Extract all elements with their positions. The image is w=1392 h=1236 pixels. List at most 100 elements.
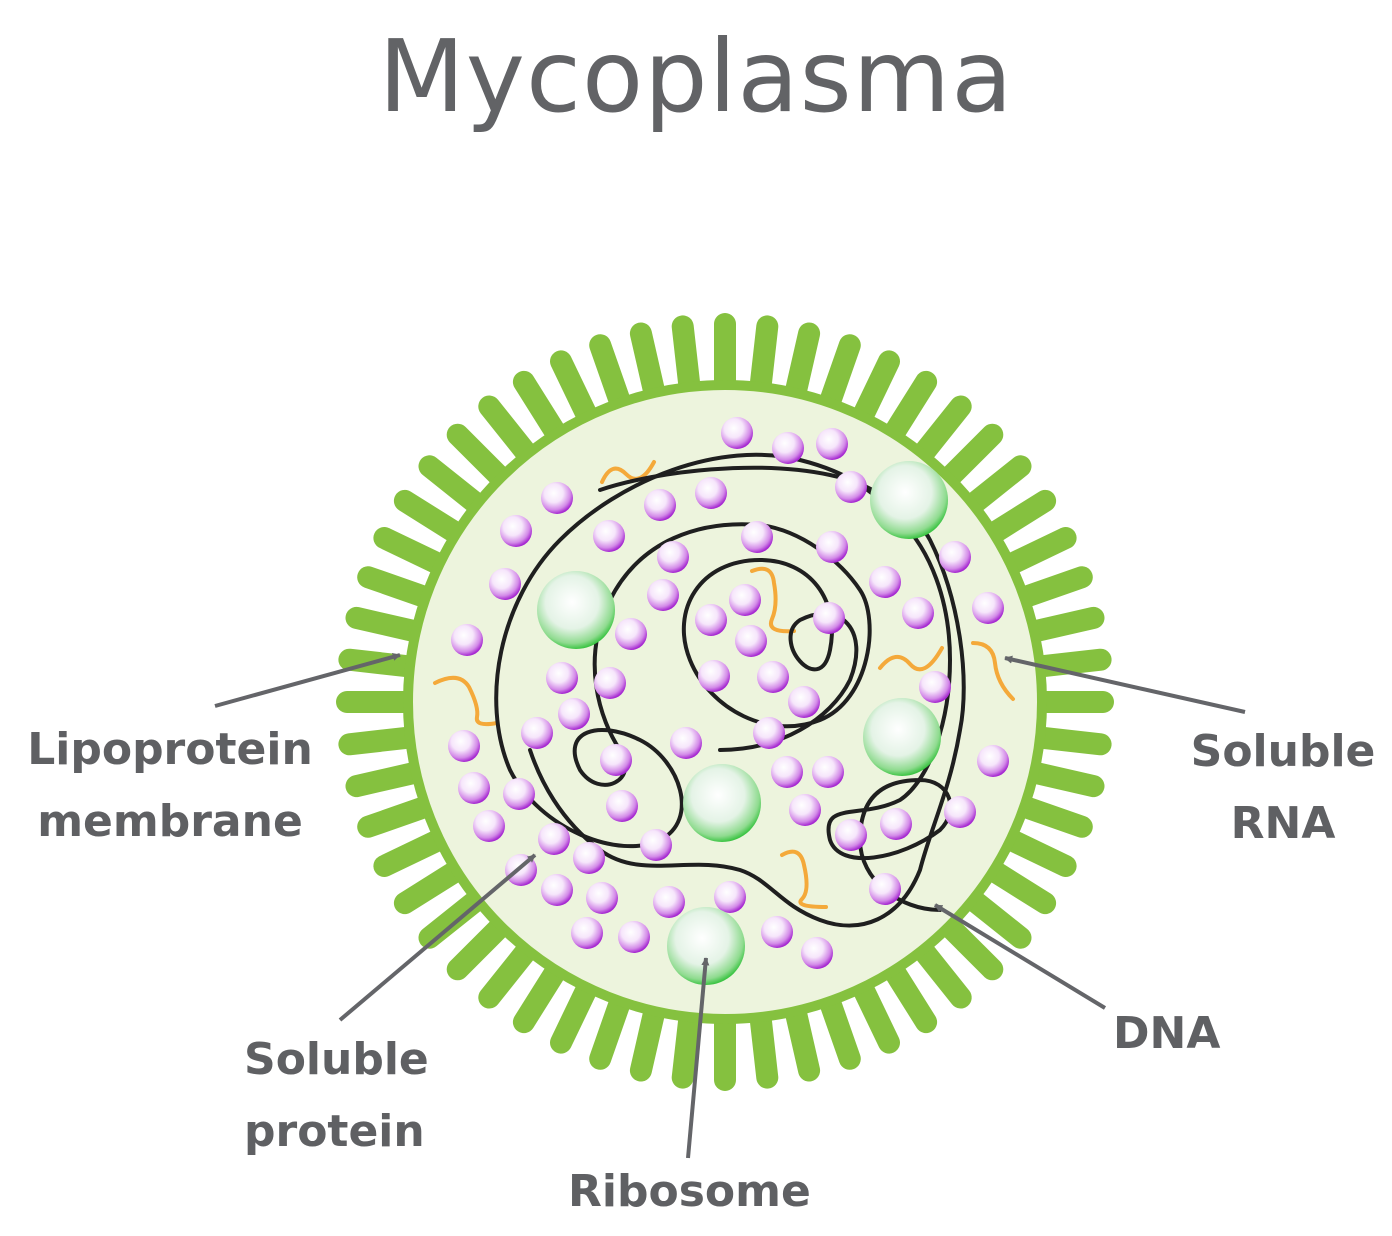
arrow-ribosome — [686, 957, 710, 1159]
protein-sphere — [695, 604, 727, 636]
membrane-spike — [393, 857, 472, 915]
arrow-soluble-protein — [338, 853, 537, 1022]
membrane-spike — [908, 934, 972, 1009]
membrane-spike — [995, 826, 1077, 877]
protein-sphere — [538, 823, 570, 855]
membrane-spike — [629, 322, 667, 409]
rna-strand — [780, 849, 828, 909]
membrane-spike — [373, 826, 455, 877]
membrane-spike — [345, 760, 432, 798]
membrane-spike — [550, 972, 601, 1054]
protein-sphere — [698, 660, 730, 692]
protein-sphere — [729, 584, 761, 616]
protein-sphere — [541, 482, 573, 514]
protein-sphere — [741, 521, 773, 553]
membrane-spike — [478, 934, 542, 1009]
membrane-spike — [589, 334, 633, 419]
membrane-spike — [817, 985, 861, 1070]
membrane-spike — [1024, 725, 1112, 756]
protein-sphere — [721, 417, 753, 449]
ribosome-sphere — [537, 571, 615, 649]
membrane-spike — [512, 955, 570, 1034]
protein-sphere — [558, 698, 590, 730]
rna-strand — [878, 646, 944, 672]
membrane-spike — [748, 1001, 779, 1089]
protein-sphere — [500, 515, 532, 547]
label-soluble-rna: Soluble RNA — [1190, 726, 1376, 849]
protein-sphere — [869, 566, 901, 598]
protein-sphere — [939, 541, 971, 573]
protein-sphere — [757, 661, 789, 693]
protein-sphere — [571, 917, 603, 949]
soluble-proteins — [448, 417, 1009, 969]
ribosome-sphere — [667, 907, 745, 985]
protein-sphere — [789, 794, 821, 826]
protein-sphere — [503, 778, 535, 810]
protein-sphere — [546, 662, 578, 694]
label-dna: DNA — [1113, 1008, 1221, 1059]
protein-sphere — [772, 432, 804, 464]
arrow-lipoprotein-membrane — [214, 653, 401, 708]
protein-sphere — [714, 881, 746, 913]
membrane-spike — [671, 315, 702, 403]
membrane-spike — [978, 489, 1057, 547]
protein-sphere — [657, 541, 689, 573]
protein-sphere — [944, 796, 976, 828]
membrane-spike — [338, 725, 426, 756]
membrane-spike — [446, 911, 516, 981]
membrane-spike — [748, 315, 779, 403]
membrane-spike — [1008, 794, 1093, 838]
membrane-spike — [418, 885, 493, 949]
membrane-ring — [403, 380, 1047, 1024]
ribosome-sphere — [863, 698, 941, 776]
protein-sphere — [835, 471, 867, 503]
membrane-spike — [357, 794, 442, 838]
protein-sphere — [606, 790, 638, 822]
protein-sphere — [670, 727, 702, 759]
protein-sphere — [644, 489, 676, 521]
ribosome-sphere — [870, 461, 948, 539]
label-ribosome: Ribosome — [568, 1166, 811, 1217]
protein-sphere — [586, 882, 618, 914]
label-lipoprotein-membrane: Lipoprotein membrane — [27, 724, 313, 847]
membrane-spike — [957, 455, 1032, 519]
membrane-spike — [978, 857, 1057, 915]
protein-sphere — [761, 916, 793, 948]
membrane-spike — [446, 423, 516, 493]
protein-sphere — [880, 808, 912, 840]
membrane-spike — [817, 334, 861, 419]
protein-sphere — [615, 618, 647, 650]
protein-sphere — [835, 819, 867, 851]
membrane-spike — [373, 527, 455, 578]
membrane-spike — [880, 955, 938, 1034]
membrane-spike — [671, 1001, 702, 1089]
protein-sphere — [788, 686, 820, 718]
protein-sphere — [489, 568, 521, 600]
protein-sphere — [753, 717, 785, 749]
membrane-spike — [934, 423, 1004, 493]
soluble-rna-strands — [433, 460, 1015, 909]
protein-sphere — [521, 717, 553, 749]
ribosome-sphere — [683, 764, 761, 842]
membrane-spike — [934, 911, 1004, 981]
membrane-spike — [338, 648, 426, 679]
membrane-spike — [418, 455, 493, 519]
membrane-spike — [957, 885, 1032, 949]
label-soluble-protein: Soluble protein — [244, 1034, 429, 1157]
rna-strand — [971, 641, 1015, 701]
membrane-spike — [1018, 760, 1105, 798]
protein-sphere — [735, 625, 767, 657]
protein-sphere — [600, 744, 632, 776]
rna-strand — [433, 675, 499, 727]
protein-sphere — [902, 597, 934, 629]
ribosomes — [537, 461, 948, 985]
protein-sphere — [919, 671, 951, 703]
protein-sphere — [458, 772, 490, 804]
protein-sphere — [813, 602, 845, 634]
membrane-spike — [1008, 566, 1093, 610]
rna-strand — [750, 566, 796, 634]
protein-sphere — [473, 810, 505, 842]
membrane-spike — [589, 985, 633, 1070]
dna-strand — [494, 452, 953, 912]
